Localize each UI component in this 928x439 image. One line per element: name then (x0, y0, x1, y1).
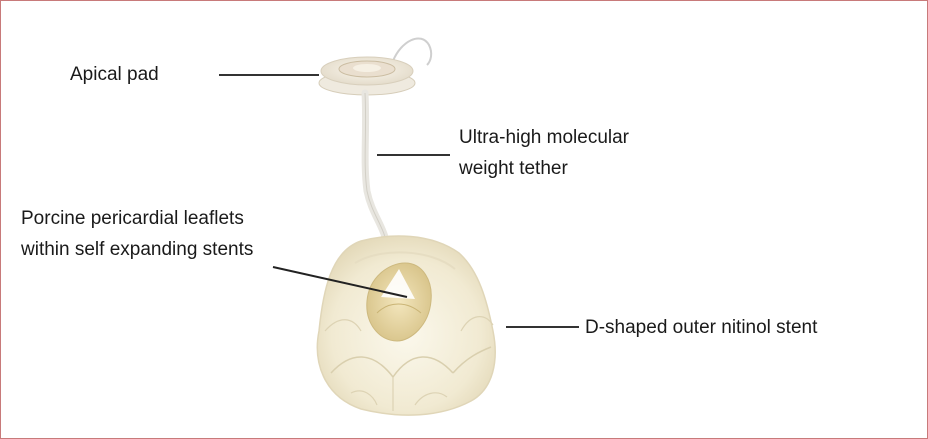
tether-shape (365, 93, 385, 237)
apical-pad-shape (319, 57, 415, 95)
label-leaflets: Porcine pericardial leaflets within self… (21, 203, 253, 265)
label-apical-pad: Apical pad (70, 59, 159, 90)
label-outer-stent: D-shaped outer nitinol stent (585, 312, 817, 343)
label-tether: Ultra-high molecular weight tether (459, 122, 629, 184)
